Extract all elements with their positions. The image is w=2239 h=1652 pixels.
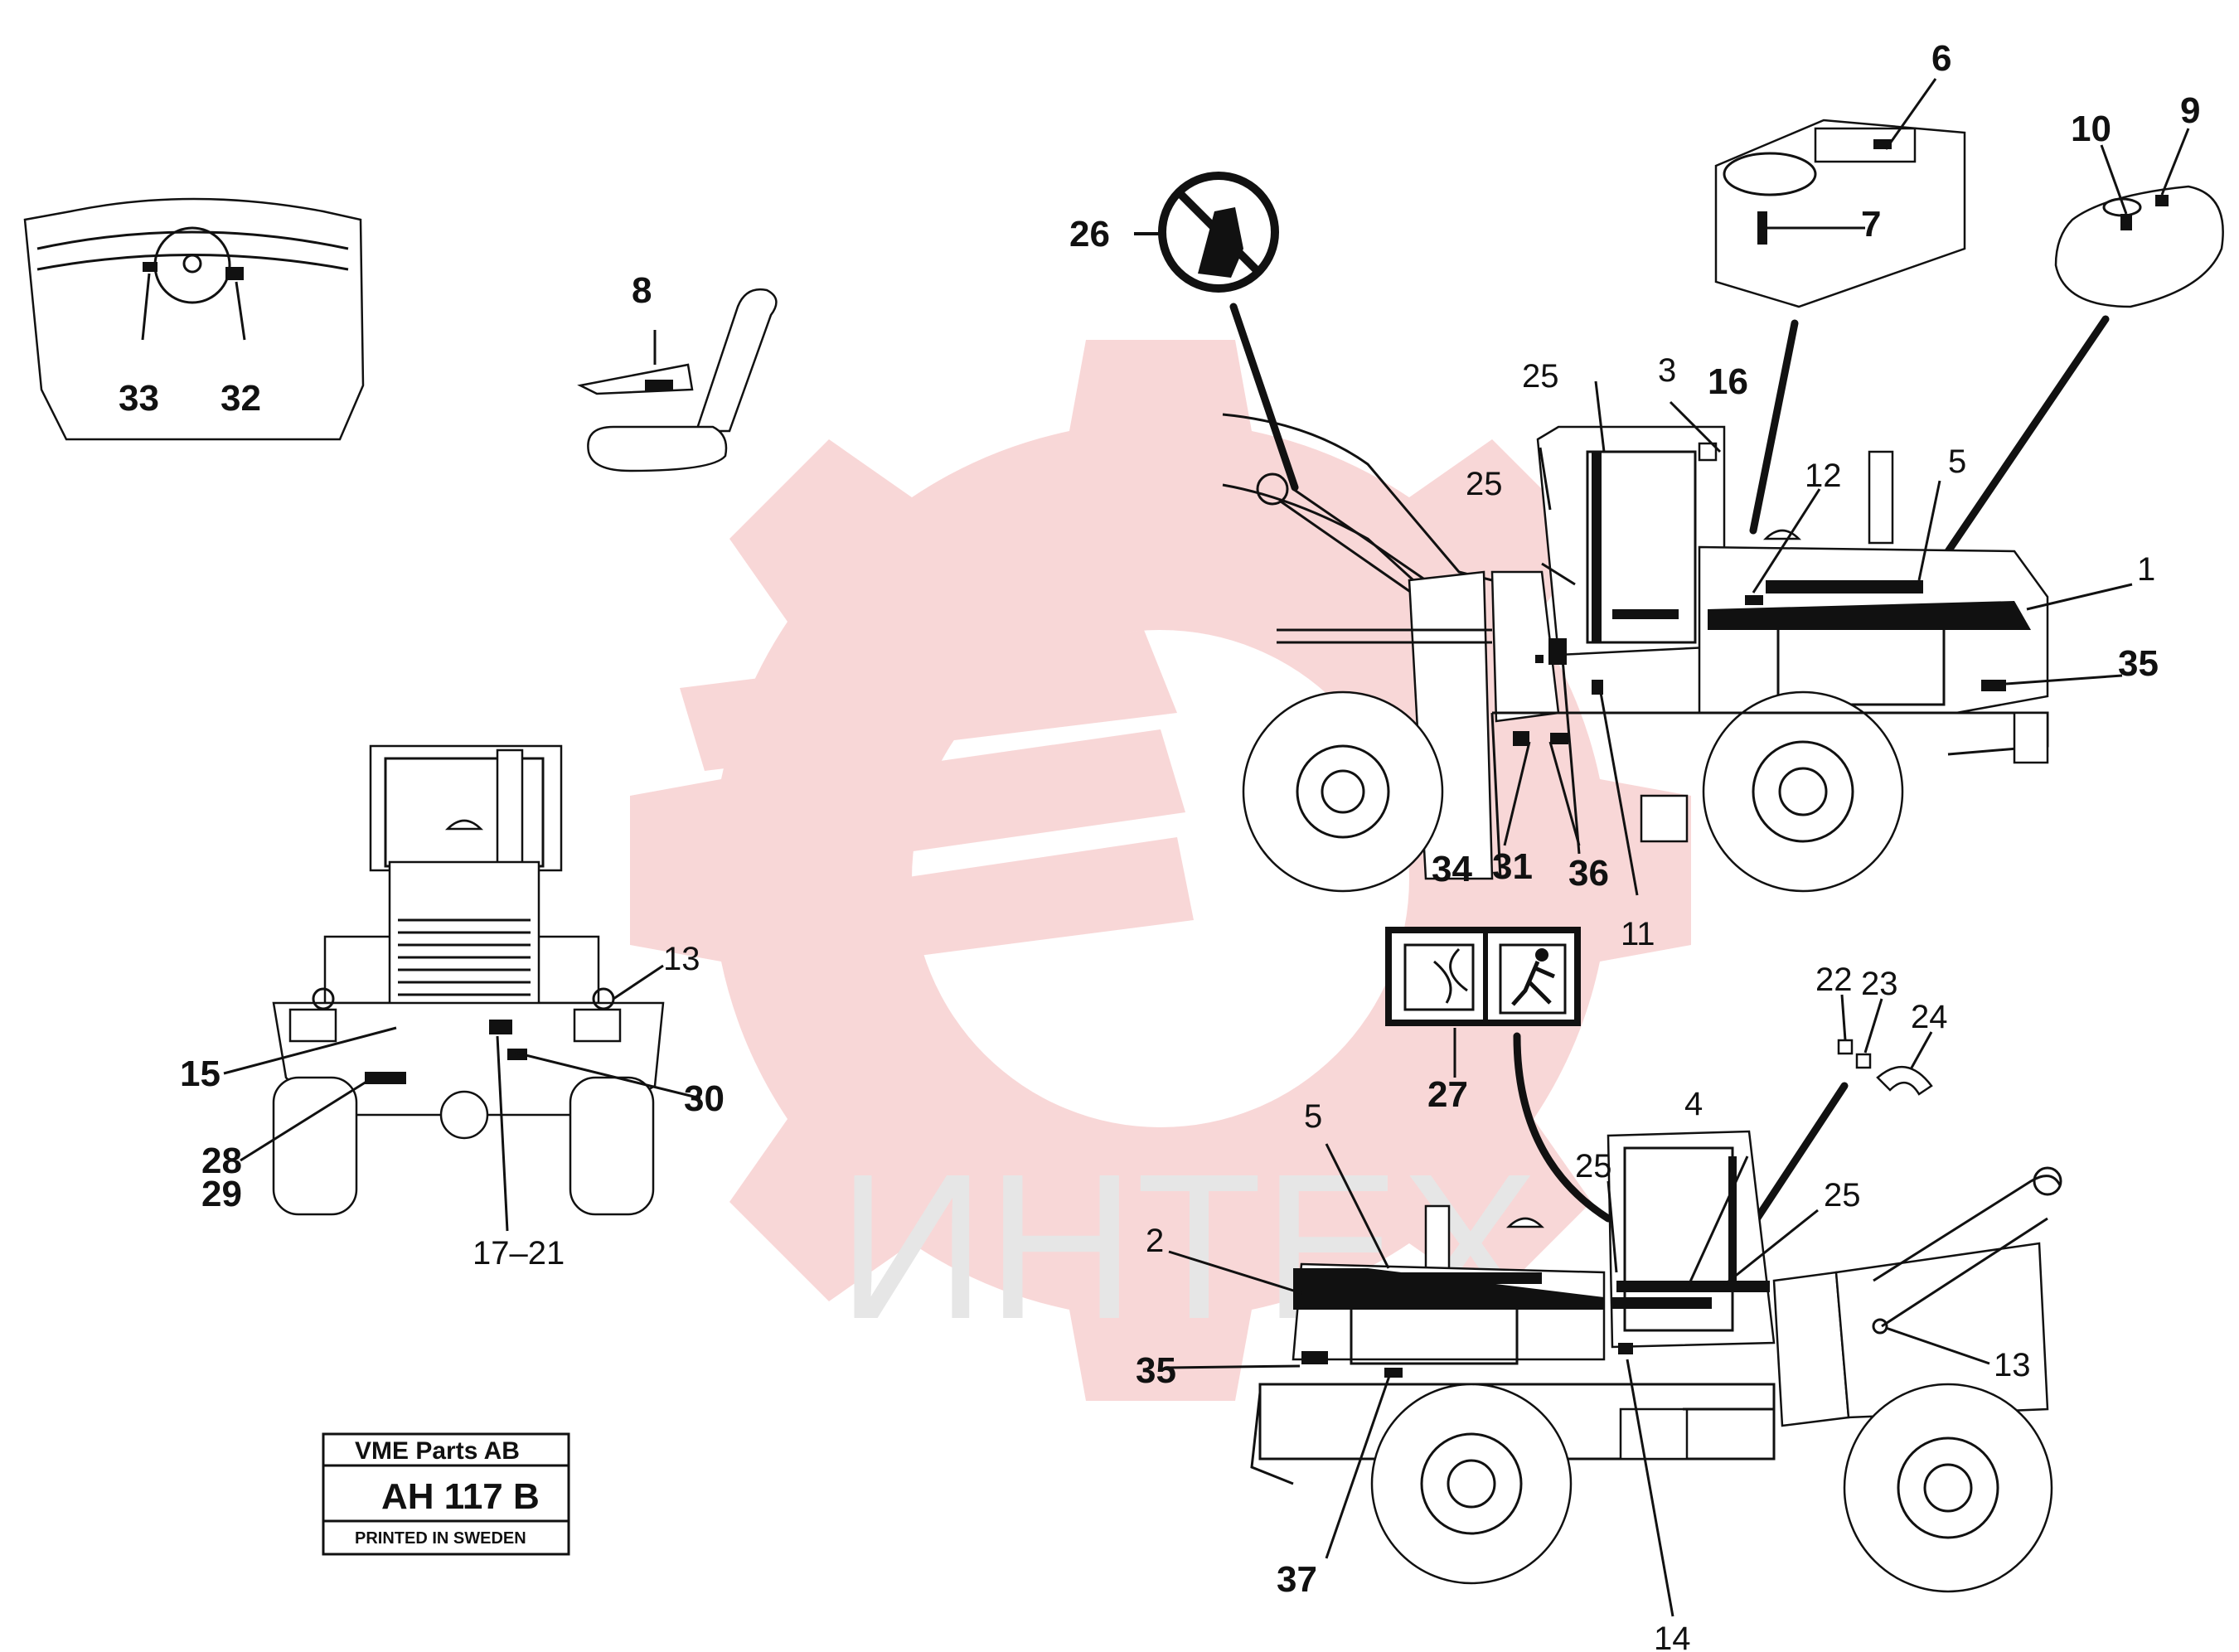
callout-4: 4 (1684, 1086, 1703, 1122)
front-wheel (1242, 690, 1444, 893)
callout-37: 37 (1277, 1559, 1317, 1600)
callout-23: 23 (1861, 966, 1898, 1002)
hood-detail (1714, 78, 1966, 535)
callout-10: 10 (2071, 109, 2111, 149)
callout-17-21: 17–21 (473, 1235, 565, 1272)
callout-1: 1 (2137, 551, 2155, 588)
callout-22: 22 (1815, 962, 1853, 998)
callout-25-bottom-a: 25 (1575, 1148, 1612, 1184)
side-view-loader-right (1222, 380, 2133, 896)
callout-35-bottom: 35 (1136, 1350, 1176, 1391)
dashboard-view (23, 197, 365, 441)
callout-35-top: 35 (2118, 643, 2159, 684)
callout-25-bottom-b: 25 (1824, 1177, 1861, 1214)
callout-30: 30 (684, 1078, 725, 1119)
front-wheel-lower (1843, 1383, 2053, 1593)
side-view-loader-left (1168, 1130, 2062, 1617)
callout-13-front: 13 (663, 941, 700, 977)
title-company: VME Parts AB (355, 1437, 520, 1465)
callout-5-top: 5 (1948, 443, 1966, 480)
callout-9: 9 (2180, 90, 2200, 131)
callout-2: 2 (1146, 1223, 1164, 1259)
callout-31: 31 (1492, 846, 1533, 887)
callout-13-side: 13 (1994, 1347, 2031, 1383)
callout-7: 7 (1861, 204, 1881, 245)
rear-wheel (1702, 690, 1904, 893)
title-code: AH 117 B (381, 1476, 540, 1517)
rear-wheel-lower (1370, 1383, 1573, 1585)
callout-5-bottom: 5 (1304, 1098, 1322, 1135)
callout-11: 11 (1621, 916, 1655, 952)
callout-25-top-b: 25 (1466, 466, 1503, 502)
crush-hazard-sign (1385, 927, 1612, 1223)
callout-14: 14 (1654, 1621, 1691, 1652)
callout-29: 29 (201, 1174, 242, 1214)
callout-27: 27 (1427, 1074, 1468, 1115)
callout-24: 24 (1911, 999, 1948, 1035)
callout-3: 3 (1658, 352, 1676, 389)
callout-34: 34 (1432, 849, 1472, 889)
title-printed: PRINTED IN SWEDEN (355, 1529, 526, 1548)
callout-33: 33 (119, 378, 159, 419)
fuel-tank-detail (1936, 128, 2224, 568)
callout-6: 6 (1931, 38, 1951, 79)
callout-12: 12 (1805, 458, 1842, 494)
no-standing-sign (1134, 172, 1299, 492)
callout-26: 26 (1069, 214, 1110, 254)
callout-28: 28 (201, 1141, 242, 1181)
front-view-loader (223, 744, 701, 1232)
title-block (322, 1432, 570, 1556)
callout-36: 36 (1568, 853, 1609, 894)
seat-view (577, 288, 778, 472)
callout-32: 32 (221, 378, 261, 419)
callout-15: 15 (180, 1054, 221, 1094)
small-decals (1728, 994, 1933, 1260)
callout-8: 8 (632, 270, 652, 311)
callout-16: 16 (1708, 361, 1748, 402)
callout-25-top-a: 25 (1522, 358, 1559, 395)
